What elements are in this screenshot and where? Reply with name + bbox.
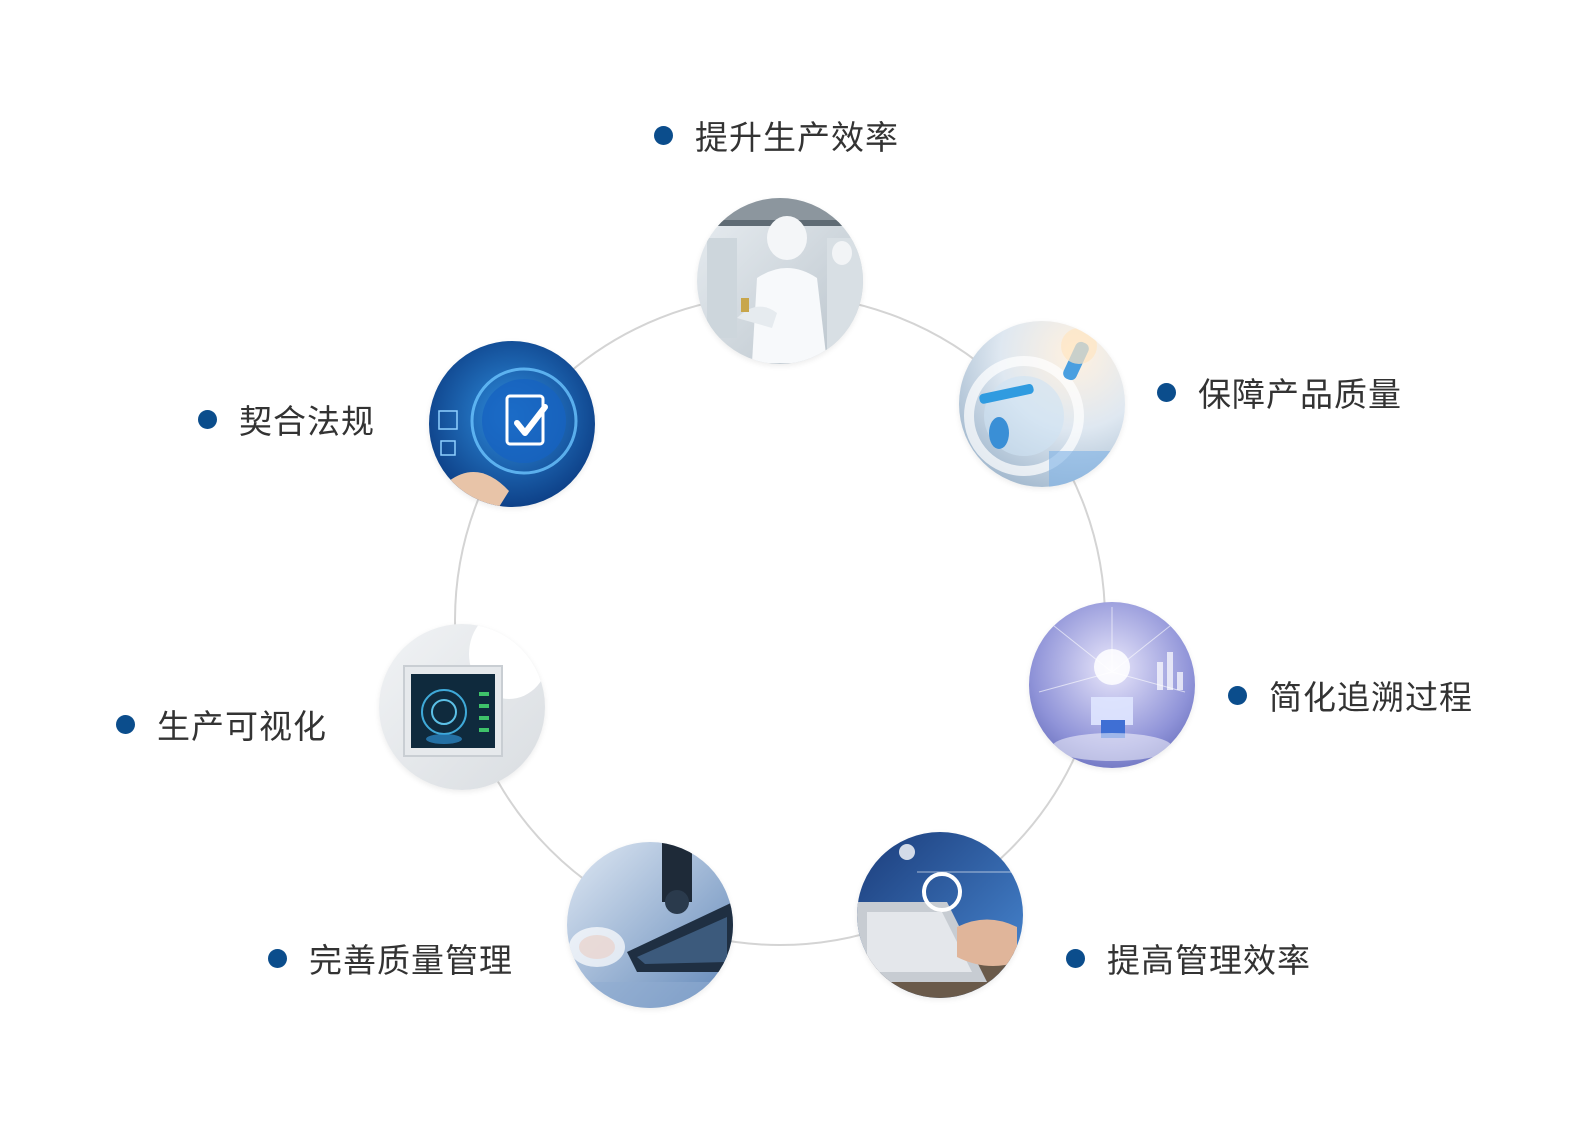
feature-label-efficiency: 提升生产效率 <box>654 111 899 159</box>
feature-label-quality: 保障产品质量 <box>1157 368 1402 416</box>
laptop-analytics-icon <box>857 832 1023 998</box>
feature-label-traceability: 简化追溯过程 <box>1228 671 1473 719</box>
lab-test-tube-icon <box>959 321 1125 487</box>
data-network-icon <box>1029 602 1195 768</box>
feature-label-text: 提高管理效率 <box>1107 941 1311 980</box>
feature-label-text: 简化追溯过程 <box>1269 678 1473 717</box>
bullet-dot <box>116 714 135 734</box>
feature-label-text: 生产可视化 <box>157 707 327 746</box>
bullet-dot <box>1228 685 1247 705</box>
bullet-dot <box>1157 382 1176 402</box>
bullet-dot <box>198 409 217 429</box>
feature-label-text: 完善质量管理 <box>309 941 513 980</box>
monitor-display-icon <box>379 624 545 790</box>
feature-label-compliance: 契合法规 <box>198 395 375 443</box>
feature-label-quality-management: 完善质量管理 <box>268 934 513 982</box>
feature-label-management-efficiency: 提高管理效率 <box>1066 934 1311 982</box>
feature-label-text: 保障产品质量 <box>1198 375 1402 414</box>
bullet-dot <box>1066 948 1085 968</box>
microscope-icon <box>567 842 733 1008</box>
cleanroom-worker-icon <box>697 198 863 364</box>
bullet-dot <box>654 125 673 145</box>
feature-label-visualization: 生产可视化 <box>116 700 327 748</box>
compliance-checklist-icon <box>429 341 595 507</box>
feature-label-text: 提升生产效率 <box>695 118 899 157</box>
bullet-dot <box>268 948 287 968</box>
feature-label-text: 契合法规 <box>239 402 375 441</box>
